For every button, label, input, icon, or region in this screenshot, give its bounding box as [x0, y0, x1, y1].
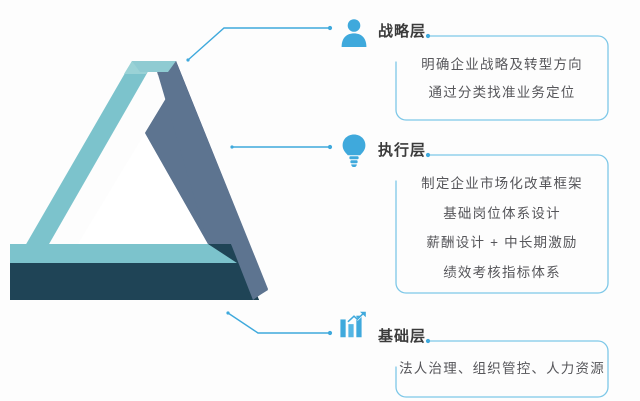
apex-top-face	[132, 61, 176, 72]
section-title-foundation: 基础层	[378, 328, 427, 345]
connector-dot-mid	[327, 144, 333, 150]
body-line: 制定企业市场化改革框架	[421, 176, 583, 191]
box-execution-start-dot	[425, 152, 431, 158]
right-beam-final	[154, 61, 268, 300]
connector-origin-top	[186, 58, 190, 62]
section-body-execution: 制定企业市场化改革框架 基础岗位体系设计 薪酬设计 + 中长期激励 绩效考核指标…	[396, 177, 608, 279]
box-foundation-start-dot	[425, 338, 431, 344]
connector-line-top	[187, 27, 330, 61]
connector-dot-bottom	[327, 330, 333, 336]
left-beam-outer	[10, 61, 154, 272]
section-body-foundation: 法人治理、组织管控、人力资源	[396, 362, 608, 376]
body-line: 绩效考核指标体系	[443, 264, 561, 280]
right-beam-final-dark	[176, 61, 268, 289]
box-foundation-outline	[395, 340, 609, 398]
lightbulb-icon	[339, 133, 369, 167]
section-title-strategy: 战略层	[378, 23, 427, 40]
body-line: 法人治理、组织管控、人力资源	[399, 361, 605, 376]
bottom-navy-main	[10, 263, 259, 300]
bottom-teal-top-strip	[10, 244, 237, 263]
box-execution-outline	[395, 154, 609, 294]
connector-line-bottom	[227, 312, 330, 334]
connector-origin-mid	[230, 145, 234, 149]
box-strategy-outline	[395, 35, 609, 121]
body-line: 通过分类找准业务定位	[428, 84, 576, 100]
box-strategy-start-dot	[425, 33, 431, 39]
section-body-strategy: 明确企业战略及转型方向 通过分类找准业务定位	[396, 58, 608, 99]
body-line: 基础岗位体系设计	[443, 205, 561, 221]
connector-origin-bottom	[226, 311, 230, 315]
section-title-execution: 执行层	[378, 142, 427, 159]
user-icon	[339, 16, 369, 48]
inner-hole-2	[78, 133, 208, 244]
bar-chart-icon	[339, 311, 369, 343]
body-line: 明确企业战略及转型方向	[421, 57, 583, 72]
body-line: 薪酬设计 + 中长期激励	[426, 235, 578, 250]
connector-dot-top	[327, 25, 333, 31]
